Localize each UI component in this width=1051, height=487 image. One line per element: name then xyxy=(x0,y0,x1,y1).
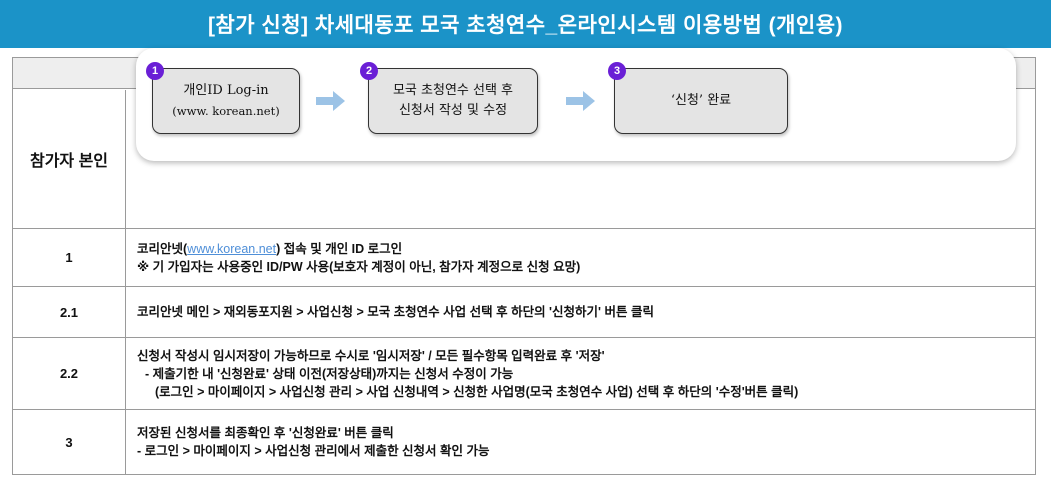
arrow-right-icon xyxy=(316,91,345,111)
table-row: 1 코리안넷(www.korean.net) 접속 및 개인 ID 로그인 ※ … xyxy=(13,229,1035,287)
page-title: [참가 신청] 차세대동포 모국 초청연수_온라인시스템 이용방법 (개인용) xyxy=(207,14,844,37)
row-content: 코리안넷(www.korean.net) 접속 및 개인 ID 로그인 ※ 기 … xyxy=(127,229,1035,286)
row-content: 저장된 신청서를 최종확인 후 '신청완료' 버튼 클릭 - 로그인 > 마이페… xyxy=(127,410,1035,474)
flow-step-application: 모국 초청연수 선택 후 신청서 작성 및 수정 xyxy=(368,68,538,134)
flow-step-complete: ‘신청’ 완료 xyxy=(614,68,788,134)
participant-label: 참가자 본인 xyxy=(13,90,126,228)
row-number: 3 xyxy=(13,410,126,474)
step-number-badge: 2 xyxy=(360,62,378,80)
table-row: 2.1 코리안넷 메인 > 재외동포지원 > 사업신청 > 모국 초청연수 사업… xyxy=(13,287,1035,338)
step-number-badge: 3 xyxy=(608,62,626,80)
page-banner: [참가 신청] 차세대동포 모국 초청연수_온라인시스템 이용방법 (개인용) xyxy=(0,0,1051,48)
step-number-badge: 1 xyxy=(146,62,164,80)
row-number: 2.2 xyxy=(13,338,126,409)
row-line: 저장된 신청서를 최종확인 후 '신청완료' 버튼 클릭 xyxy=(137,426,394,440)
row-line: (로그인 > 마이페이지 > 사업신청 관리 > 사업 신청내역 > 신청한 사… xyxy=(155,384,799,399)
table-row: 3 저장된 신청서를 최종확인 후 '신청완료' 버튼 클릭 - 로그인 > 마… xyxy=(13,410,1035,474)
table-row-participant: 참가자 본인 xyxy=(13,90,1035,229)
row-line: 코리안넷 메인 > 재외동포지원 > 사업신청 > 모국 초청연수 사업 선택 … xyxy=(137,305,654,319)
row-line: 코리안넷(www.korean.net) 접속 및 개인 ID 로그인 xyxy=(137,241,403,256)
row-line: 신청서 작성시 임시저장이 가능하므로 수시로 '임시저장' / 모든 필수항목… xyxy=(137,348,605,363)
flow-step-login: 개인ID Log-in (www. korean.net) xyxy=(152,68,300,134)
row-line: - 로그인 > 마이페이지 > 사업신청 관리에서 제출한 신청서 확인 가능 xyxy=(137,444,490,458)
arrow-right-icon xyxy=(566,91,595,111)
row-line: - 제출기한 내 '신청완료' 상태 이전(저장상태)까지는 신청서 수정이 가… xyxy=(145,366,514,381)
row-number: 1 xyxy=(13,229,126,286)
table-row: 2.2 신청서 작성시 임시저장이 가능하므로 수시로 '임시저장' / 모든 … xyxy=(13,338,1035,410)
process-flow-panel: 개인ID Log-in (www. korean.net) 1 모국 초청연수 … xyxy=(136,48,1016,161)
row-number: 2.1 xyxy=(13,287,126,337)
korean-net-link[interactable]: www.korean.net xyxy=(187,241,277,256)
instruction-table: 참가자 본인 1 코리안넷(www.korean.net) 접속 및 개인 ID… xyxy=(12,57,1036,475)
row-content: 코리안넷 메인 > 재외동포지원 > 사업신청 > 모국 초청연수 사업 선택 … xyxy=(127,287,1035,337)
row-content: 신청서 작성시 임시저장이 가능하므로 수시로 '임시저장' / 모든 필수항목… xyxy=(127,338,1035,409)
row-line: ※ 기 가입자는 사용중인 ID/PW 사용(보호자 계정이 아닌, 참가자 계… xyxy=(137,259,581,274)
